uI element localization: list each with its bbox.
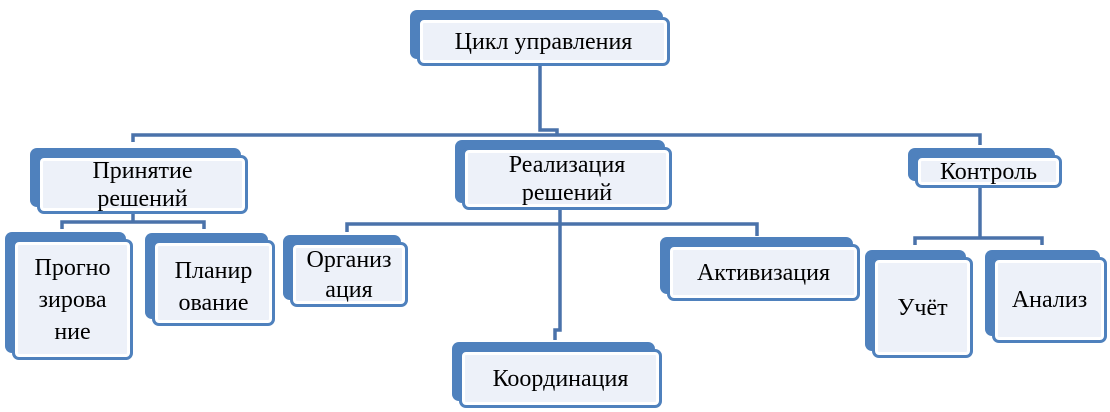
node-accounting: Учёт: [865, 250, 973, 358]
node-analysis: Анализ: [985, 250, 1107, 343]
node-root: Цикл управления: [410, 10, 670, 66]
node-analysis-label: Анализ: [1011, 287, 1088, 313]
connector-implementation: [553, 210, 562, 340]
connector-implementation-children: [345, 222, 759, 236]
connector-root: [538, 62, 559, 135]
node-control: Контроль: [908, 148, 1062, 188]
connector-level1: [131, 133, 982, 145]
node-coordination: Координация: [452, 342, 662, 408]
node-control-label: Контроль: [939, 158, 1038, 185]
node-coordination-label: Координация: [492, 365, 629, 392]
node-activation-label: Активизация: [696, 259, 831, 286]
connector-decision-children: [60, 220, 206, 229]
node-activation: Активизация: [660, 237, 860, 301]
node-root-label: Цикл управления: [454, 28, 633, 55]
connector-control-children: [913, 236, 1044, 245]
node-accounting-label: Учёт: [897, 294, 948, 321]
